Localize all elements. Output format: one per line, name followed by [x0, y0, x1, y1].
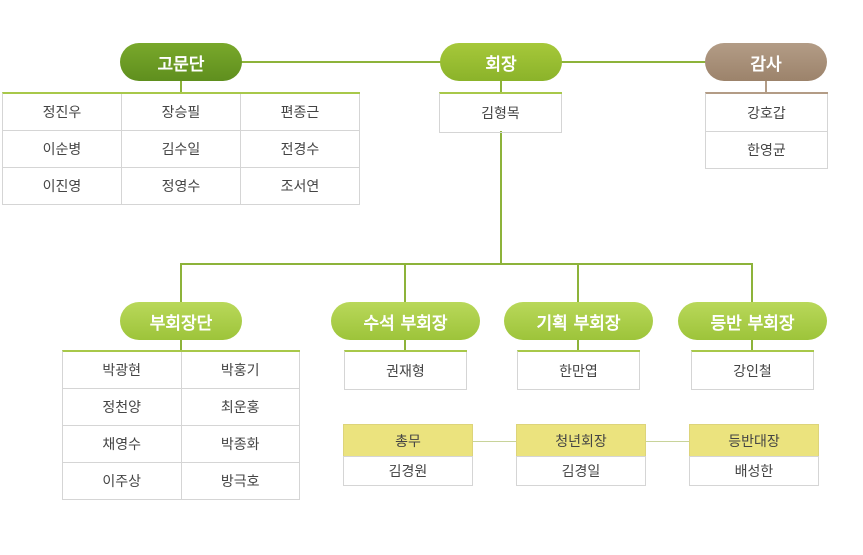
- president-name: 김형목: [440, 94, 562, 133]
- senior-vp-box: 권재형: [344, 350, 467, 390]
- staff-connector-1: [473, 441, 516, 442]
- vice-group-member: 방극호: [181, 463, 300, 500]
- advisory-member: 정영수: [122, 168, 241, 205]
- senior-vp-title: 수석 부회장: [331, 302, 480, 340]
- staff-title-youth-president: 청년회장: [516, 424, 646, 456]
- staff-name-youth-president: 김경일: [516, 456, 646, 486]
- auditor-box: 강호갑 한영균: [705, 92, 828, 169]
- advisory-member: 정진우: [3, 94, 122, 131]
- vice-group-member: 박광현: [63, 352, 182, 389]
- auditor-name: 한영균: [706, 132, 828, 169]
- advisory-member: 장승필: [122, 94, 241, 131]
- connector-planning-vp-down: [577, 263, 579, 303]
- advisory-title: 고문단: [120, 43, 242, 81]
- connector-main-vertical: [500, 131, 502, 264]
- senior-vp-name: 권재형: [345, 352, 467, 390]
- advisory-members-grid: 정진우 장승필 편종근 이순병 김수일 전경수 이진영 정영수 조서연: [2, 92, 360, 205]
- staff-title-climbing-leader: 등반대장: [689, 424, 819, 456]
- planning-vp-name: 한만엽: [518, 352, 640, 390]
- connector-vice-group-down: [180, 263, 182, 303]
- connector-climbing-vp-box: [751, 339, 753, 351]
- staff-name-climbing-leader: 배성한: [689, 456, 819, 486]
- planning-vp-box: 한만엽: [517, 350, 640, 390]
- climbing-vp-box: 강인철: [691, 350, 814, 390]
- connector-president-down: [500, 80, 502, 92]
- vice-group-member: 박홍기: [181, 352, 300, 389]
- president-box: 김형목: [439, 92, 562, 133]
- connector-senior-vp-down: [404, 263, 406, 303]
- connector-advisory-down: [180, 80, 182, 92]
- climbing-vp-name: 강인철: [692, 352, 814, 390]
- vice-group-member: 정천양: [63, 389, 182, 426]
- vice-group-member: 박종화: [181, 426, 300, 463]
- auditor-name: 강호갑: [706, 94, 828, 132]
- staff-name-general-affairs: 김경원: [343, 456, 473, 486]
- vice-group-member: 채영수: [63, 426, 182, 463]
- advisory-member: 전경수: [241, 131, 360, 168]
- advisory-member: 김수일: [122, 131, 241, 168]
- staff-title-general-affairs: 총무: [343, 424, 473, 456]
- connector-mid-horizontal: [180, 263, 753, 265]
- advisory-member: 이순병: [3, 131, 122, 168]
- auditor-title: 감사: [705, 43, 827, 81]
- planning-vp-title: 기획 부회장: [504, 302, 653, 340]
- connector-planning-vp-box: [577, 339, 579, 351]
- vice-group-member: 이주상: [63, 463, 182, 500]
- advisory-member: 편종근: [241, 94, 360, 131]
- connector-vice-group-grid: [180, 339, 182, 351]
- advisory-member: 조서연: [241, 168, 360, 205]
- staff-connector-2: [646, 441, 689, 442]
- climbing-vp-title: 등반 부회장: [678, 302, 827, 340]
- president-title: 회장: [440, 43, 562, 81]
- connector-climbing-vp-down: [751, 263, 753, 303]
- connector-senior-vp-box: [404, 339, 406, 351]
- vice-group-title: 부회장단: [120, 302, 242, 340]
- vice-group-member: 최운홍: [181, 389, 300, 426]
- connector-auditor-down: [765, 80, 767, 92]
- vice-group-members-grid: 박광현 박홍기 정천양 최운홍 채영수 박종화 이주상 방극호: [62, 350, 300, 500]
- advisory-member: 이진영: [3, 168, 122, 205]
